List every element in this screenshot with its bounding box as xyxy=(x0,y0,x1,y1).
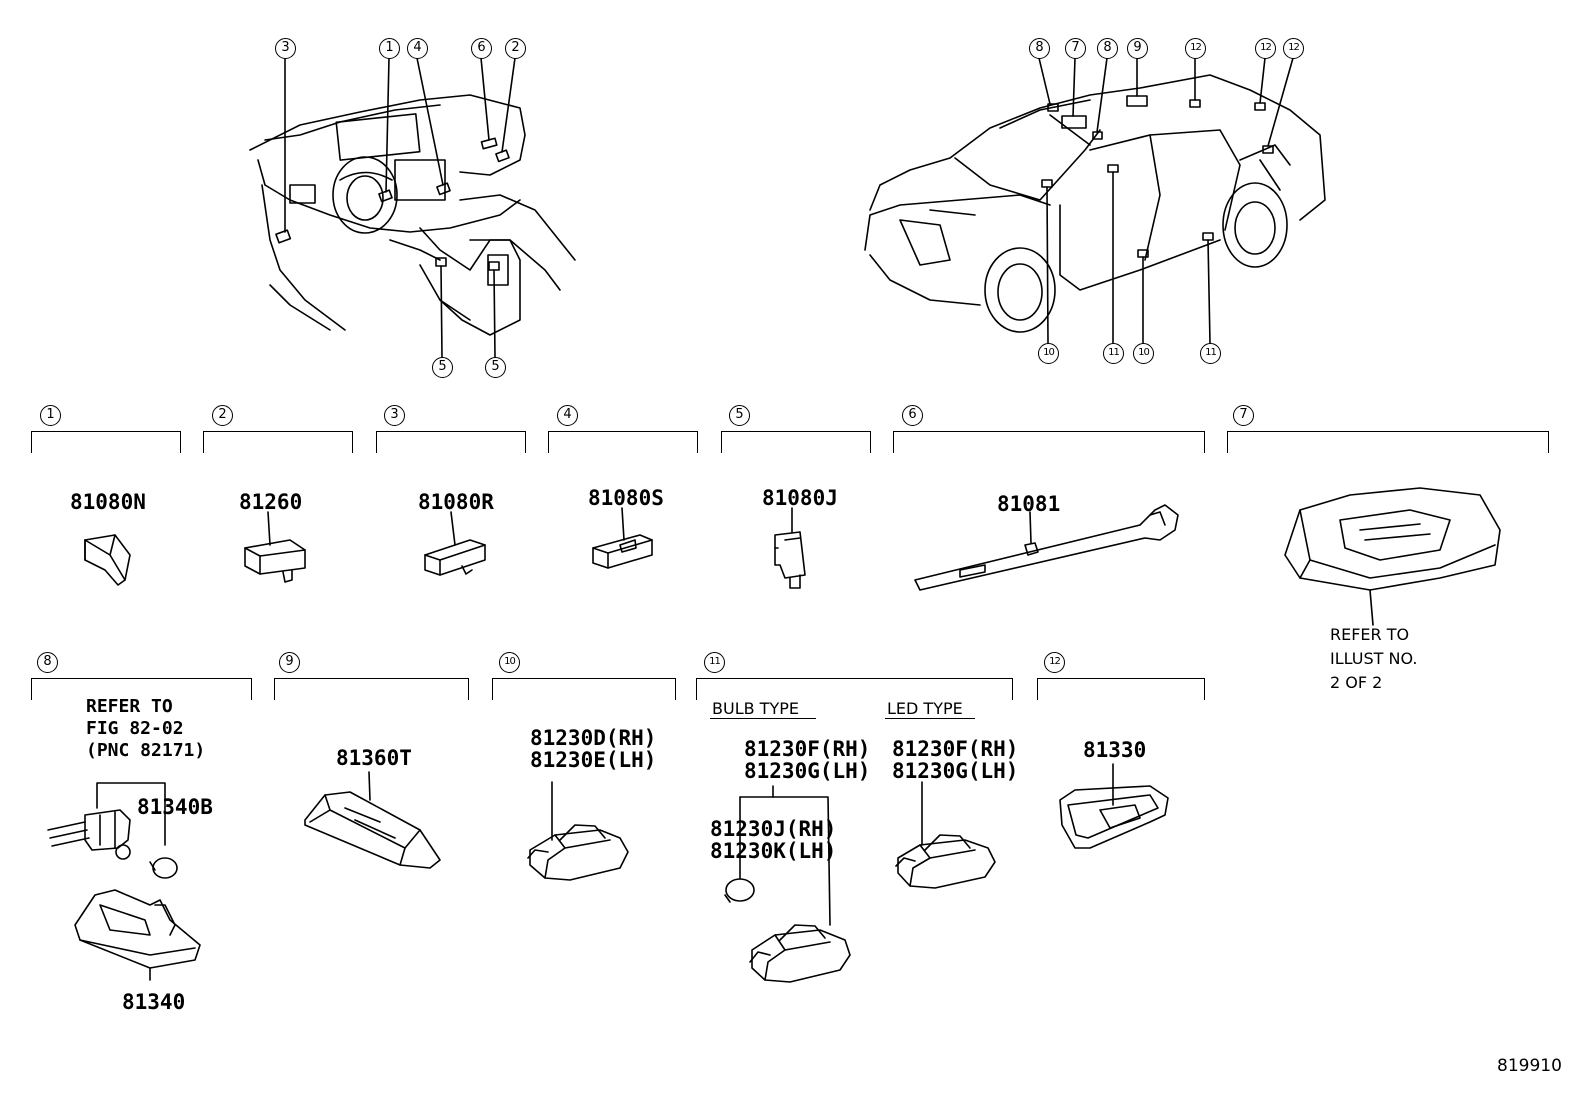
part-11-bulb-drawing xyxy=(724,785,831,926)
callout-dash-5a: 5 xyxy=(432,357,453,378)
part-number-81230d-rh: 81230D(RH) xyxy=(530,726,657,750)
callout-car-8a: 8 xyxy=(1029,38,1050,59)
part-number-81230f-rh-led: 81230F(RH) xyxy=(892,737,1019,761)
group-8-note-line-1: REFER TO xyxy=(86,696,173,717)
part-number-81340: 81340 xyxy=(122,990,186,1014)
part-81340b-drawing xyxy=(47,782,178,879)
part-number-81081: 81081 xyxy=(997,492,1061,516)
part-81080s-drawing xyxy=(592,507,653,569)
part-number-81080s: 81080S xyxy=(588,486,664,510)
group-11-bracket xyxy=(696,678,1013,700)
callout-car-12b: 12 xyxy=(1255,38,1276,59)
group-7-bracket xyxy=(1227,431,1549,453)
part-81360t-drawing xyxy=(304,771,441,869)
part-81260-drawing xyxy=(244,511,306,583)
group-8-bracket xyxy=(31,678,252,700)
callout-dash-3: 3 xyxy=(275,38,296,59)
callout-car-12c: 12 xyxy=(1283,38,1304,59)
part-81340-drawing xyxy=(74,889,201,981)
figure-id: 819910 xyxy=(1497,1056,1562,1076)
callout-car-11b: 11 xyxy=(1200,343,1221,364)
part-81080j-drawing xyxy=(774,507,806,589)
group-1-number: 1 xyxy=(40,405,61,426)
part-number-81230j-rh: 81230J(RH) xyxy=(710,817,837,841)
led-type-underline xyxy=(885,718,975,719)
group-12-bracket xyxy=(1037,678,1205,700)
callout-car-10b: 10 xyxy=(1133,343,1154,364)
callout-dash-1: 1 xyxy=(379,38,400,59)
part-number-81230g-lh-bulb: 81230G(LH) xyxy=(744,759,871,783)
bulb-type-label: BULB TYPE xyxy=(712,699,799,718)
part-number-81360t: 81360T xyxy=(336,746,412,770)
group-3-number: 3 xyxy=(384,405,405,426)
part-number-81260: 81260 xyxy=(239,490,303,514)
callout-dash-4: 4 xyxy=(407,38,428,59)
group-7-note-line-1: REFER TO xyxy=(1330,625,1410,644)
group-2-number: 2 xyxy=(212,405,233,426)
group-9-number: 9 xyxy=(279,652,300,673)
group-10-number: 10 xyxy=(499,652,520,673)
group-8-note-line-3: (PNC 82171) xyxy=(86,740,206,761)
group-4-number: 4 xyxy=(557,405,578,426)
part-number-81230g-lh-led: 81230G(LH) xyxy=(892,759,1019,783)
group-6-number: 6 xyxy=(902,405,923,426)
part-number-81080n: 81080N xyxy=(70,490,146,514)
group-5-bracket xyxy=(721,431,871,453)
callout-car-11a: 11 xyxy=(1103,343,1124,364)
part-81330-drawing xyxy=(1059,763,1169,849)
callout-car-9: 9 xyxy=(1127,38,1148,59)
part-number-81080j: 81080J xyxy=(762,486,838,510)
part-number-81340b: 81340B xyxy=(137,795,213,819)
callout-car-8b: 8 xyxy=(1097,38,1118,59)
group-6-bracket xyxy=(893,431,1205,453)
callout-car-10a: 10 xyxy=(1038,343,1059,364)
part-81080n-drawing xyxy=(84,534,131,586)
group-5-number: 5 xyxy=(729,405,750,426)
callout-car-7: 7 xyxy=(1065,38,1086,59)
group-7-number: 7 xyxy=(1233,405,1254,426)
group-9-bracket xyxy=(274,678,469,700)
part-7-overhead-console-drawing xyxy=(1284,487,1501,626)
group-11-number: 11 xyxy=(704,652,725,673)
callout-dash-5b: 5 xyxy=(485,357,506,378)
group-10-bracket xyxy=(492,678,676,700)
part-81080r-drawing xyxy=(424,511,486,576)
callout-dash-6: 6 xyxy=(471,38,492,59)
group-8-number: 8 xyxy=(37,652,58,673)
dashboard-illustration xyxy=(249,57,576,358)
group-8-note-line-2: FIG 82-02 xyxy=(86,718,184,739)
callout-car-12a: 12 xyxy=(1185,38,1206,59)
group-7-note-line-3: 2 OF 2 xyxy=(1330,673,1383,692)
part-number-81330: 81330 xyxy=(1083,738,1147,762)
car-illustration xyxy=(864,57,1326,344)
part-81081-drawing xyxy=(914,504,1179,591)
part-number-81230f-rh-bulb: 81230F(RH) xyxy=(744,737,871,761)
bulb-type-underline xyxy=(710,718,816,719)
group-1-bracket xyxy=(31,431,181,453)
part-11-bulb-lamp-drawing xyxy=(749,924,851,983)
group-4-bracket xyxy=(548,431,698,453)
callout-dash-2: 2 xyxy=(505,38,526,59)
part-10-courtesy-lamp-drawing xyxy=(527,781,629,881)
led-type-label: LED TYPE xyxy=(887,699,963,718)
part-number-81230k-lh: 81230K(LH) xyxy=(710,839,837,863)
part-11-led-lamp-drawing xyxy=(895,781,996,889)
group-7-note-line-2: ILLUST NO. xyxy=(1330,649,1418,668)
group-2-bracket xyxy=(203,431,353,453)
group-12-number: 12 xyxy=(1044,652,1065,673)
part-number-81230e-lh: 81230E(LH) xyxy=(530,748,657,772)
group-3-bracket xyxy=(376,431,526,453)
part-number-81080r: 81080R xyxy=(418,490,494,514)
